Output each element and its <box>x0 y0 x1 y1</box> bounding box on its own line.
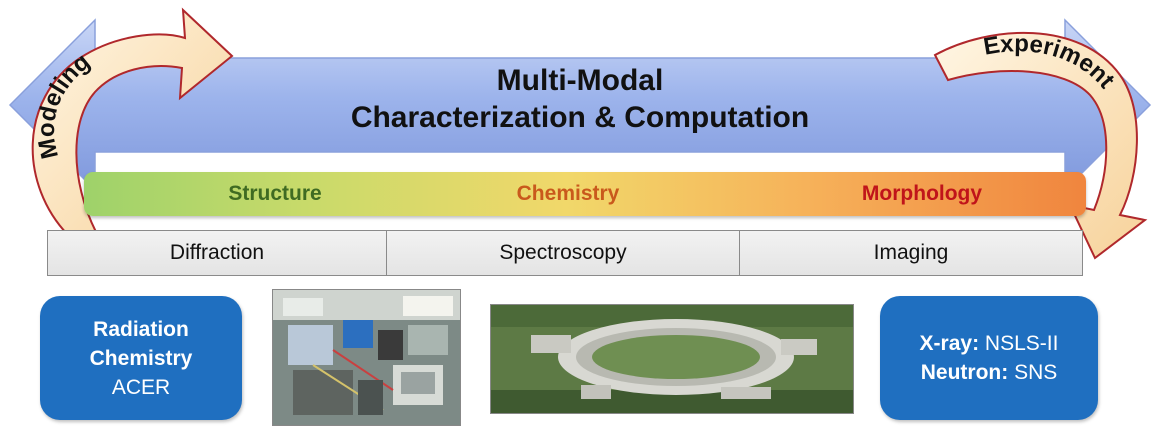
facilities-card: X-ray: NSLS-II Neutron: SNS <box>880 296 1098 420</box>
card-line-acer: ACER <box>111 375 171 399</box>
neutron-label: Neutron: <box>920 361 1015 384</box>
card-line-chemistry: Chemistry <box>89 346 193 370</box>
radiation-chemistry-card: Radiation Chemistry ACER <box>40 296 242 420</box>
structure-label: Structure <box>228 182 322 205</box>
property-bar <box>84 172 1086 216</box>
technique-spectroscopy: Spectroscopy <box>387 231 740 275</box>
technique-diffraction: Diffraction <box>48 231 387 275</box>
card-line-xray: X-ray: NSLS-II <box>920 329 1059 358</box>
morphology-label: Morphology <box>861 182 983 205</box>
sns-label: SNS <box>1014 361 1058 384</box>
card-line-radiation: Radiation <box>93 317 189 341</box>
technique-imaging: Imaging <box>873 241 949 264</box>
technique-row: Diffraction Spectroscopy Imaging <box>47 230 1083 276</box>
nsls-label: NSLS-II <box>984 332 1059 355</box>
synchrotron-aerial-photo <box>490 304 854 414</box>
page-title: Multi-Modal Characterization & Computati… <box>200 62 960 136</box>
title-line-2: Characterization & Computation <box>350 101 810 134</box>
card-line-neutron: Neutron: SNS <box>921 358 1058 387</box>
lab-equipment-photo <box>272 289 461 426</box>
xray-label: X-ray: <box>919 332 985 355</box>
title-line-1: Multi-Modal <box>496 64 664 97</box>
experiment-curved-arrow <box>933 31 1148 260</box>
banner-arrow <box>8 18 1152 192</box>
chemistry-label: Chemistry <box>516 182 620 205</box>
modeling-curved-arrow <box>31 7 234 237</box>
